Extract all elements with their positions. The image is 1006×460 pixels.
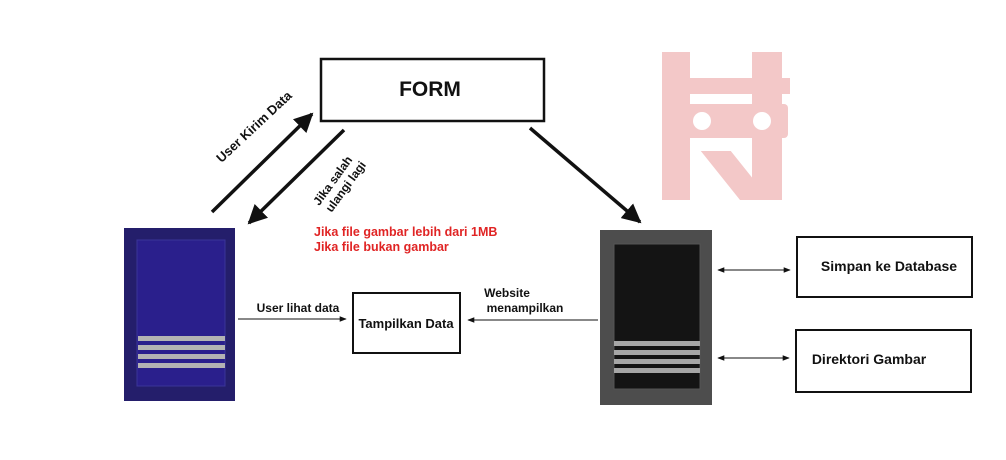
label-menampilkan: menampilkan [487,301,564,315]
simpan-database-box [796,236,973,298]
arrow-form-to-user [247,128,346,225]
direktori-gambar-label: Direktori Gambar [812,351,927,367]
label-user-kirim-data: User Kirim Data [213,87,295,165]
direktori-gambar-box [795,329,972,393]
form-label: FORM [399,78,461,101]
watermark-logo-holes [693,112,771,151]
tampilkan-data-box [352,292,461,354]
tampilkan-data-label: Tampilkan Data [358,316,454,331]
note-file-size: Jika file gambar lebih dari 1MB [314,225,497,239]
label-user-lihat-data: User lihat data [257,301,340,315]
web-server-icon [600,230,712,405]
client-server-icon [124,228,235,401]
arrow-user-to-form [210,112,314,214]
note-not-image: Jika file bukan gambar [314,240,449,254]
simpan-database-label: Simpan ke Database [821,258,957,274]
label-website: Website [484,286,530,300]
watermark-logo [662,52,790,200]
arrow-form-to-server [528,126,642,224]
form-box [319,57,546,123]
